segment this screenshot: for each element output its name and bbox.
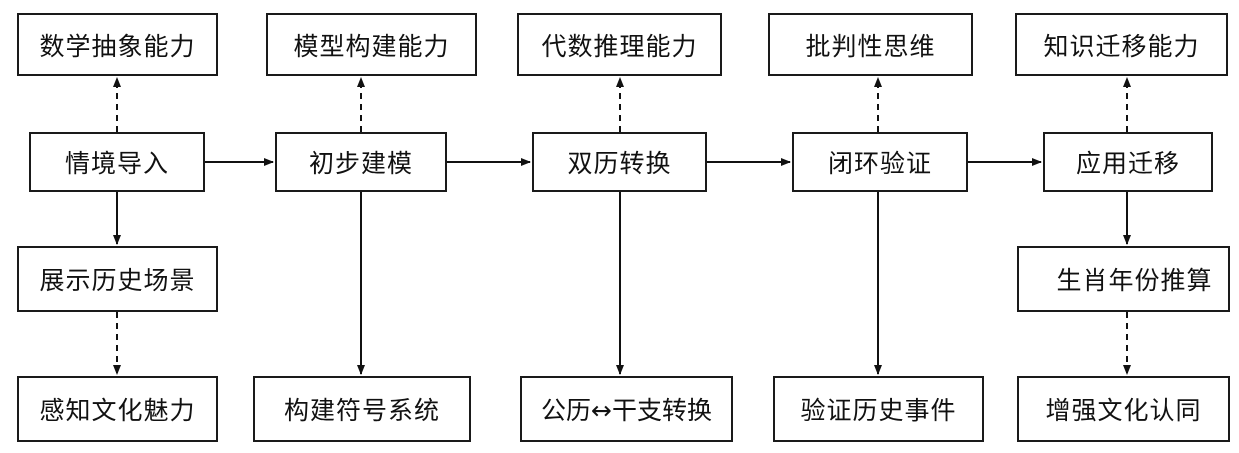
outcome-calendar-ganzhi-conversion-label: 公历↔干支转换	[541, 396, 712, 425]
activity-zodiac-year-calc: 生肖年份推算	[1017, 246, 1230, 312]
competency-knowledge-transfer-label: 知识迁移能力	[1043, 31, 1200, 61]
outcome-verify-history-events: 验证历史事件	[773, 376, 984, 442]
stage-application-transfer: 应用迁移	[1043, 132, 1213, 192]
stage-calendar-conversion: 双历转换	[532, 132, 707, 192]
outcome-verify-history-events-label: 验证历史事件	[800, 396, 957, 425]
activity-show-history-scene: 展示历史场景	[17, 246, 218, 312]
competency-critical-thinking-label: 批判性思维	[805, 31, 936, 61]
outcome-build-symbol-system: 构建符号系统	[253, 376, 471, 442]
activity-show-history-scene-label: 展示历史场景	[39, 266, 196, 295]
outcome-perceive-culture-label: 感知文化魅力	[39, 396, 196, 425]
competency-math-abstraction-label: 数学抽象能力	[39, 31, 196, 61]
activity-zodiac-year-calc-label: 生肖年份推算	[1056, 266, 1213, 295]
outcome-calendar-ganzhi-conversion: 公历↔干支转换	[520, 376, 733, 442]
competency-math-abstraction: 数学抽象能力	[17, 13, 218, 76]
outcome-perceive-culture: 感知文化魅力	[17, 376, 218, 442]
stage-application-transfer-label: 应用迁移	[1075, 149, 1180, 178]
outcome-build-symbol-system-label: 构建符号系统	[283, 396, 440, 425]
competency-model-building: 模型构建能力	[266, 13, 477, 76]
stage-context-intro-label: 情境导入	[64, 149, 169, 178]
outcome-cultural-identity-label: 增强文化认同	[1045, 396, 1202, 425]
outcome-cultural-identity: 增强文化认同	[1017, 376, 1230, 442]
stage-initial-modeling: 初步建模	[275, 132, 447, 192]
stage-closed-loop-verification: 闭环验证	[792, 132, 968, 192]
stage-closed-loop-verification-label: 闭环验证	[827, 149, 932, 178]
stage-context-intro: 情境导入	[29, 132, 205, 192]
stage-calendar-conversion-label: 双历转换	[567, 149, 672, 178]
competency-algebraic-reasoning-label: 代数推理能力	[541, 31, 698, 61]
competency-critical-thinking: 批判性思维	[768, 13, 973, 76]
competency-model-building-label: 模型构建能力	[293, 31, 450, 61]
stage-initial-modeling-label: 初步建模	[308, 149, 413, 178]
competency-algebraic-reasoning: 代数推理能力	[517, 13, 722, 76]
competency-knowledge-transfer: 知识迁移能力	[1015, 13, 1228, 76]
